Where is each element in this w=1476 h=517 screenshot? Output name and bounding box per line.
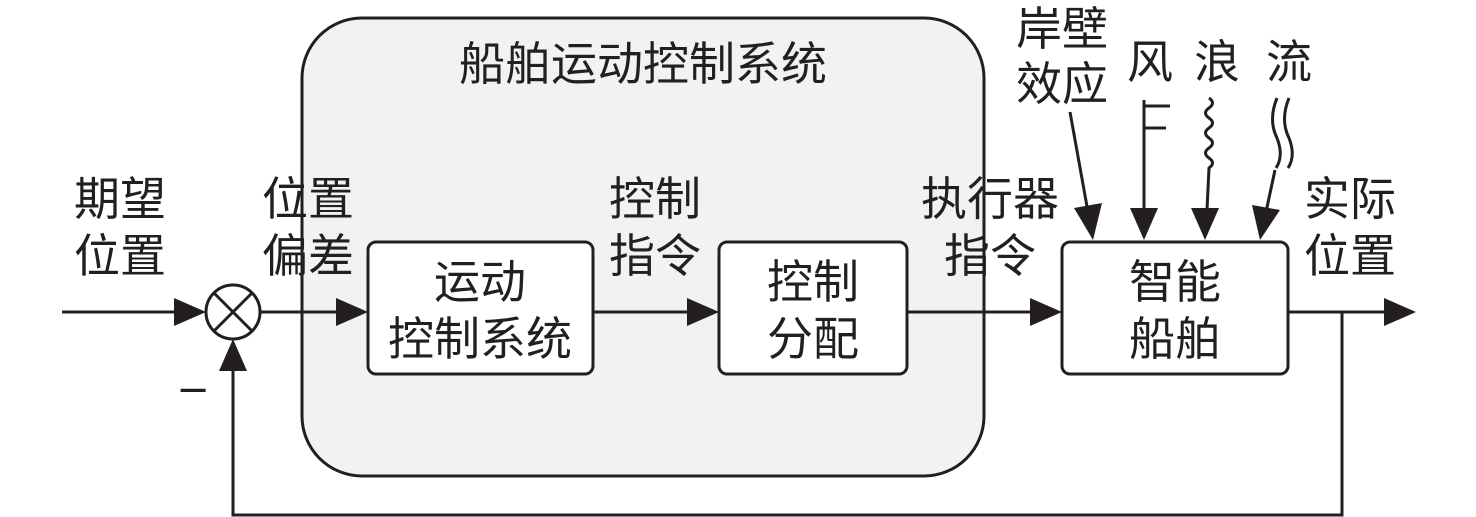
wind-label: 风 xyxy=(1127,35,1173,89)
control-command-line2: 指令 xyxy=(609,229,701,283)
wind-icon xyxy=(1142,100,1170,210)
feedback-arrowhead xyxy=(219,339,247,371)
actuator-command-line1: 执行器 xyxy=(921,172,1059,226)
waves-label: 浪 xyxy=(1194,35,1240,89)
actuator-command-line2: 指令 xyxy=(944,229,1036,283)
current-arrow-shaft xyxy=(1264,169,1277,213)
error-arrowhead xyxy=(336,298,368,326)
position-error-line2: 偏差 xyxy=(262,229,354,283)
motion-controller-line2: 控制系统 xyxy=(388,312,572,366)
position-error-line1: 位置 xyxy=(262,172,354,226)
control-allocation-line2: 分配 xyxy=(767,312,859,366)
control-command-arrowhead xyxy=(687,298,719,326)
control-allocation-block xyxy=(717,240,909,376)
actual-position-line2: 位置 xyxy=(1304,229,1396,283)
bank-effect-line1: 岸壁 xyxy=(1016,2,1108,56)
system-title: 船舶运动控制系统 xyxy=(459,37,827,91)
waves-arrowhead xyxy=(1191,208,1219,240)
bank-effect-arrow-shaft xyxy=(1068,111,1090,213)
wind-arrowhead xyxy=(1130,208,1158,240)
output-arrowhead xyxy=(1384,298,1416,326)
bank-effect-line2: 效应 xyxy=(1016,57,1108,111)
waves-icon xyxy=(1204,96,1214,211)
control-command-line1: 控制 xyxy=(609,172,701,226)
control-allocation-line1: 控制 xyxy=(767,255,859,309)
desired-position-line2: 位置 xyxy=(74,229,166,283)
smart-ship-block xyxy=(1060,240,1290,376)
smart-ship-line2: 船舶 xyxy=(1129,312,1221,366)
current-arrowhead xyxy=(1252,205,1280,240)
summing-junction xyxy=(204,283,262,341)
motion-controller-line1: 运动 xyxy=(434,255,526,309)
desired-position-line1: 期望 xyxy=(74,172,166,226)
bank-effect-arrowhead xyxy=(1074,203,1102,240)
feedback-line xyxy=(231,312,1344,517)
current-label: 流 xyxy=(1266,35,1312,89)
input-arrowhead xyxy=(174,298,206,326)
smart-ship-line1: 智能 xyxy=(1129,255,1221,309)
motion-controller-block xyxy=(366,240,595,376)
actual-position-line1: 实际 xyxy=(1304,172,1396,226)
current-icon xyxy=(1271,97,1294,169)
actuator-command-arrowhead xyxy=(1030,298,1062,326)
minus-sign: − xyxy=(176,367,210,413)
